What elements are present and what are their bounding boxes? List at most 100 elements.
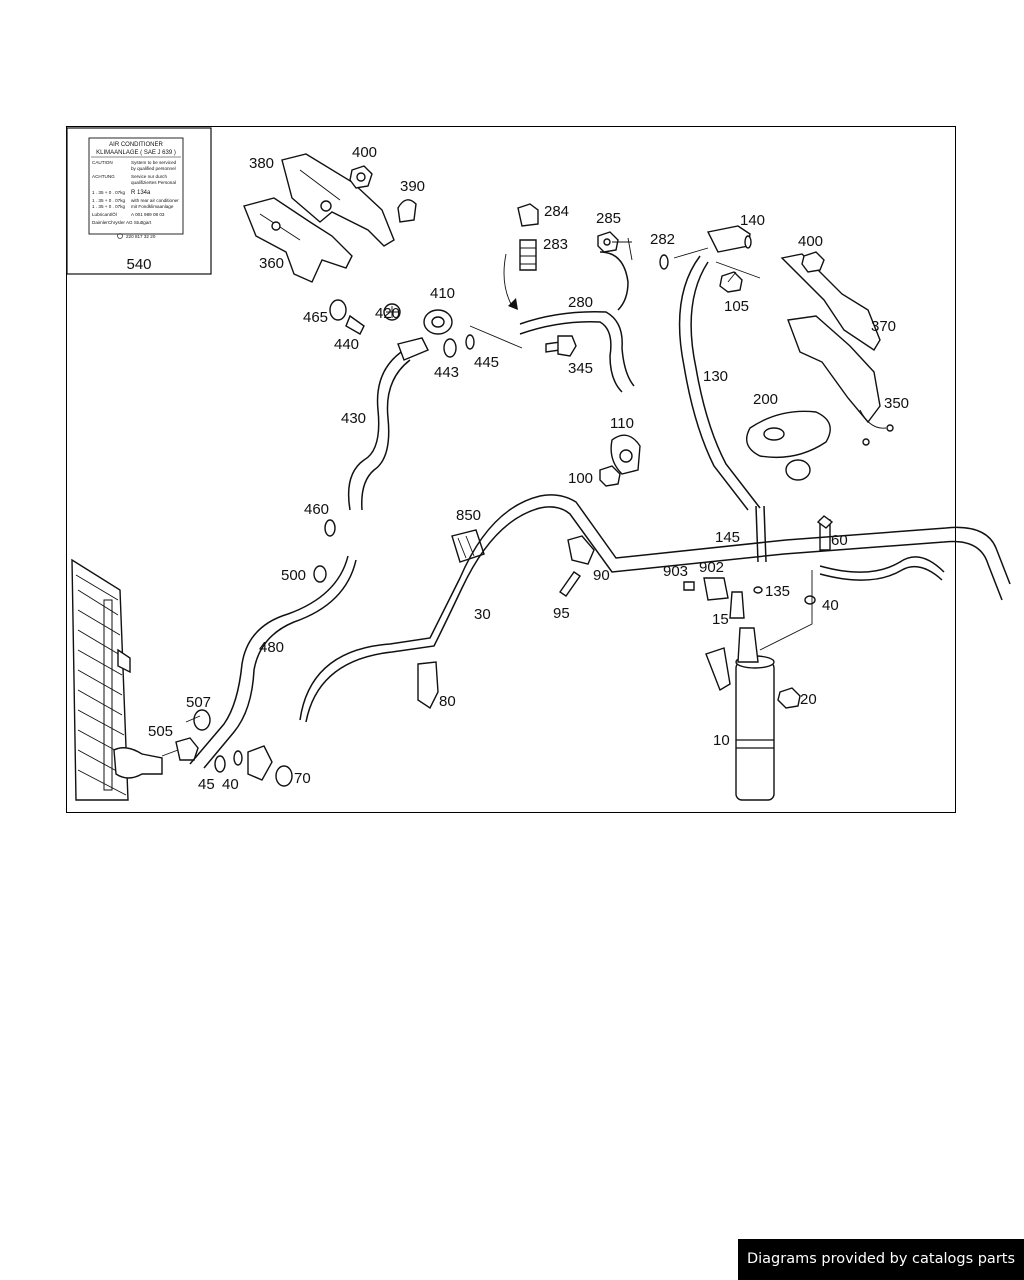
callout-45: 45: [198, 776, 215, 793]
leader-lines: [161, 237, 761, 757]
callout-30: 30: [474, 606, 491, 623]
brackets-380-360: [243, 153, 395, 283]
valves-284-283: [503, 203, 539, 310]
label-card-row-7-left: 1 . 35 + 0 . 07kg: [92, 204, 126, 209]
callout-500: 500: [281, 567, 306, 584]
bracket-80: [417, 661, 439, 710]
nut-400-left: [349, 165, 373, 189]
callout-410: 410: [430, 285, 455, 302]
nut-135: [753, 586, 763, 594]
label-card-row-0-left: CAUTION: [92, 160, 113, 165]
sensor-15: [729, 591, 745, 619]
callout-135: 135: [765, 583, 790, 600]
label-card-row-1-right: by qualified personnel: [131, 166, 176, 171]
pipe-145-60: [755, 505, 945, 581]
callout-350: 350: [884, 395, 909, 412]
nut-20: [777, 687, 801, 709]
sleeve-850: [451, 529, 485, 563]
credit-banner: Diagrams provided by catalogs parts: [738, 1239, 1024, 1280]
callout-540: 540: [126, 256, 151, 273]
callout-130: 130: [703, 368, 728, 385]
callout-902: 902: [699, 559, 724, 576]
nut-105: [719, 271, 743, 293]
callout-60: 60: [831, 532, 848, 549]
callout-850: 850: [456, 507, 481, 524]
callout-40-right: 40: [822, 597, 839, 614]
callout-100: 100: [568, 470, 593, 487]
parts-465-440: [329, 299, 401, 335]
label-card-row-5-left: 1 . 35 + 0 . 07kg: [92, 190, 126, 195]
callout-105: 105: [724, 298, 749, 315]
label-card-row-6-left: 1 . 35 + 0 . 07kg: [92, 198, 126, 203]
callout-400-left: 400: [352, 144, 377, 161]
fitting-90: [567, 535, 595, 565]
callout-200: 200: [753, 391, 778, 408]
orings-443-445: [443, 334, 475, 358]
orings-45-40-70: [214, 745, 293, 787]
label-card: AIR CONDITIONER KLIMAANLAGE ( SAE J 639 …: [66, 127, 212, 275]
callout-360: 360: [259, 255, 284, 272]
callout-285: 285: [596, 210, 621, 227]
callout-903: 903: [663, 563, 688, 580]
callout-390: 390: [400, 178, 425, 195]
label-card-row-7-right: mit Fondklimaanlage: [131, 204, 174, 209]
label-card-row-8-right: A 001 989 08 03: [131, 212, 165, 217]
switch-902-903: [683, 577, 729, 601]
label-card-row-0-right: System to be serviced: [131, 160, 177, 165]
label-card-title-2: KLIMAANLAGE ( SAE J 639 ): [96, 150, 176, 156]
bolt-345: [545, 335, 577, 357]
callout-445: 445: [474, 354, 499, 371]
callout-507: 507: [186, 694, 211, 711]
callout-90: 90: [593, 567, 610, 584]
clip-390: [397, 199, 417, 223]
connector-140: [706, 225, 752, 253]
plug-410: [423, 309, 453, 335]
oring-282: [659, 254, 669, 270]
callout-20: 20: [800, 691, 817, 708]
hose-430: [347, 337, 429, 511]
callouts: 380 400 390 360 284 283 285 282 140 400 …: [148, 144, 909, 793]
callout-70: 70: [294, 770, 311, 787]
callout-10: 10: [713, 732, 730, 749]
seal-460: [324, 519, 336, 537]
bolt-60: [816, 515, 834, 551]
fittings-507-505: [175, 709, 211, 761]
callout-480: 480: [259, 639, 284, 656]
callout-140: 140: [740, 212, 765, 229]
callout-145: 145: [715, 529, 740, 546]
callout-40-left: 40: [222, 776, 239, 793]
callout-443: 443: [434, 364, 459, 381]
label-card-row-6-right: with rear air conditioner: [131, 198, 179, 203]
callout-460: 460: [304, 501, 329, 518]
callout-420: 420: [375, 305, 400, 322]
label-card-row-8-left: Lubricant/Öl: [92, 211, 117, 217]
hose-480: [189, 555, 357, 769]
bolt-95: [559, 571, 581, 597]
condenser-drawing: [71, 558, 163, 801]
label-card-part-number: 220 817 32 20: [126, 234, 156, 239]
clamp-110: [610, 434, 641, 475]
label-card-row-2-right: Service nur durch: [131, 174, 167, 179]
callout-465: 465: [303, 309, 328, 326]
callout-400-right: 400: [798, 233, 823, 250]
callout-380: 380: [249, 155, 274, 172]
pipe-280: [519, 251, 635, 393]
label-card-row-2-left: ACHTUNG: [92, 174, 115, 179]
callout-95: 95: [553, 605, 570, 622]
callout-280: 280: [568, 294, 593, 311]
fitting-285: [597, 231, 619, 253]
callout-15: 15: [712, 611, 729, 628]
callout-370: 370: [871, 318, 896, 335]
pipe-30: [299, 494, 1011, 723]
callout-345: 345: [568, 360, 593, 377]
callout-440: 440: [334, 336, 359, 353]
label-card-title-1: AIR CONDITIONER: [109, 142, 163, 148]
callout-110: 110: [610, 415, 634, 432]
pipe-10-link: [759, 570, 813, 651]
callout-282: 282: [650, 231, 675, 248]
callout-505: 505: [148, 723, 173, 740]
callout-284: 284: [544, 203, 569, 220]
label-card-row-4-right: R 134a: [131, 190, 151, 196]
label-card-row-9-left: DaimlerChrysler AG Stuttgart: [92, 220, 152, 225]
